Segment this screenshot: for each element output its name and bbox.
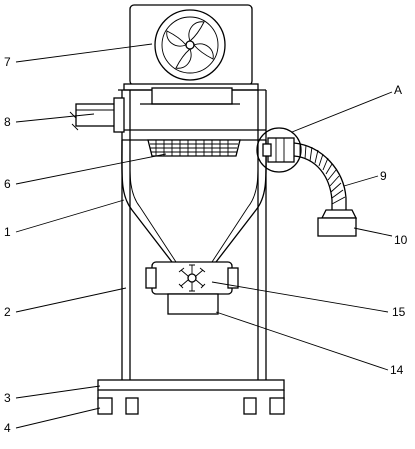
leader-lines: [15, 43, 393, 429]
base-frame: [97, 379, 285, 400]
label-10: 10: [394, 233, 408, 247]
inlet-pipe: [69, 97, 125, 133]
label-1: 1: [4, 225, 11, 239]
label-7: 7: [4, 55, 11, 69]
label-a: A: [394, 83, 402, 97]
suction-nozzle: [317, 209, 358, 237]
filter-screen: [147, 139, 241, 157]
label-6: 6: [4, 177, 11, 191]
label-3: 3: [4, 391, 11, 405]
impeller-icon: [178, 264, 206, 292]
fan-icon: [154, 9, 226, 81]
feet: [97, 397, 285, 415]
label-8: 8: [4, 115, 11, 129]
discharge-outlet: [167, 293, 219, 315]
support-frame: [121, 90, 267, 390]
label-4: 4: [4, 421, 11, 435]
label-2: 2: [4, 305, 11, 319]
detail-circle-a: [256, 127, 302, 173]
filter-chamber: [118, 87, 266, 141]
label-15: 15: [392, 305, 406, 319]
part-labels: 7 8 6 1 2 3 4 A 9 10 15 14: [4, 55, 408, 435]
hose: [293, 142, 347, 210]
label-14: 14: [390, 363, 404, 377]
label-9: 9: [380, 169, 387, 183]
